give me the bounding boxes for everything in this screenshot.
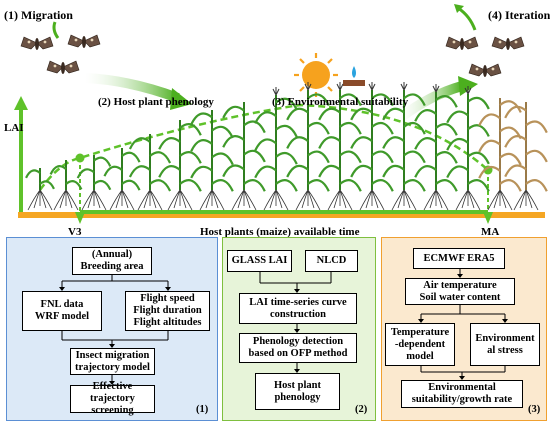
maize-plant-icon <box>286 82 330 211</box>
nlcd-box: NLCD <box>305 250 358 272</box>
maize-plant-icon <box>222 102 266 211</box>
host-phenology-label: (2) Host plant phenology <box>98 96 214 108</box>
maize-plant-icon <box>318 82 362 211</box>
fnl-wrf-box: FNL data WRF model <box>22 291 102 331</box>
maize-plant-icon <box>76 155 112 211</box>
iteration-label: (4) Iteration <box>488 8 550 22</box>
v3-label: V3 <box>68 226 82 238</box>
glass-lai-box: GLASS LAI <box>227 250 292 272</box>
ground-bar <box>18 212 545 218</box>
maize-plants <box>25 82 548 211</box>
maize-plant-icon <box>478 98 522 211</box>
panel2-number: (2) <box>355 404 368 415</box>
water-drop-icon <box>343 66 365 86</box>
maize-plant-icon <box>382 82 426 211</box>
growth-arrow-icon <box>396 81 464 122</box>
maize-plant-icon <box>350 82 394 211</box>
panel3-number: (3) <box>528 404 541 415</box>
maize-plant-icon <box>190 110 234 211</box>
trajectory-screening-box: Effective trajectory screening <box>70 381 155 416</box>
flight-params-box: Flight speed Flight duration Flight alti… <box>125 291 210 331</box>
maize-plant-icon <box>504 102 548 211</box>
growth-arrow-icon <box>84 73 180 103</box>
ma-label: MA <box>481 226 500 238</box>
growth-rate-box: Environmental suitability/growth rate <box>401 380 523 408</box>
temperature-model-box: Temperature -dependent model <box>385 323 455 366</box>
maize-plant-icon <box>49 160 83 211</box>
environmental-stress-box: Environment al stress <box>470 323 540 366</box>
maize-plant-icon <box>25 168 55 211</box>
trajectory-model-box: Insect migration trajectory model <box>70 348 155 375</box>
lai-axis-label: LAI <box>4 122 24 134</box>
host-phenology-box: Host plant phenology <box>255 373 340 410</box>
maize-plant-icon <box>446 86 490 211</box>
breeding-area-box: (Annual) Breeding area <box>72 247 152 275</box>
phenology-detection-box: Phenology detection based on OFP method <box>239 333 357 363</box>
lai-curve-box: LAI time-series curve construction <box>239 293 357 324</box>
maize-plant-icon <box>254 87 298 211</box>
growth-arrow-icon <box>52 21 60 39</box>
migration-label: (1) Migration <box>4 8 73 22</box>
panel1-number: (1) <box>196 404 209 415</box>
maize-plant-icon <box>414 84 458 211</box>
available-time-label: Host plants (maize) available time <box>200 226 360 238</box>
maize-plant-icon <box>128 134 172 211</box>
lai-curve <box>38 103 489 191</box>
ecmwf-era5-box: ECMWF ERA5 <box>413 248 505 269</box>
sun-icon <box>294 53 338 97</box>
maize-plant-icon <box>158 120 202 211</box>
env-suitability-label: (3) Environmental suitability <box>272 96 409 108</box>
air-soil-box: Air temperature Soil water content <box>405 278 515 305</box>
maize-plant-icon <box>103 148 141 211</box>
